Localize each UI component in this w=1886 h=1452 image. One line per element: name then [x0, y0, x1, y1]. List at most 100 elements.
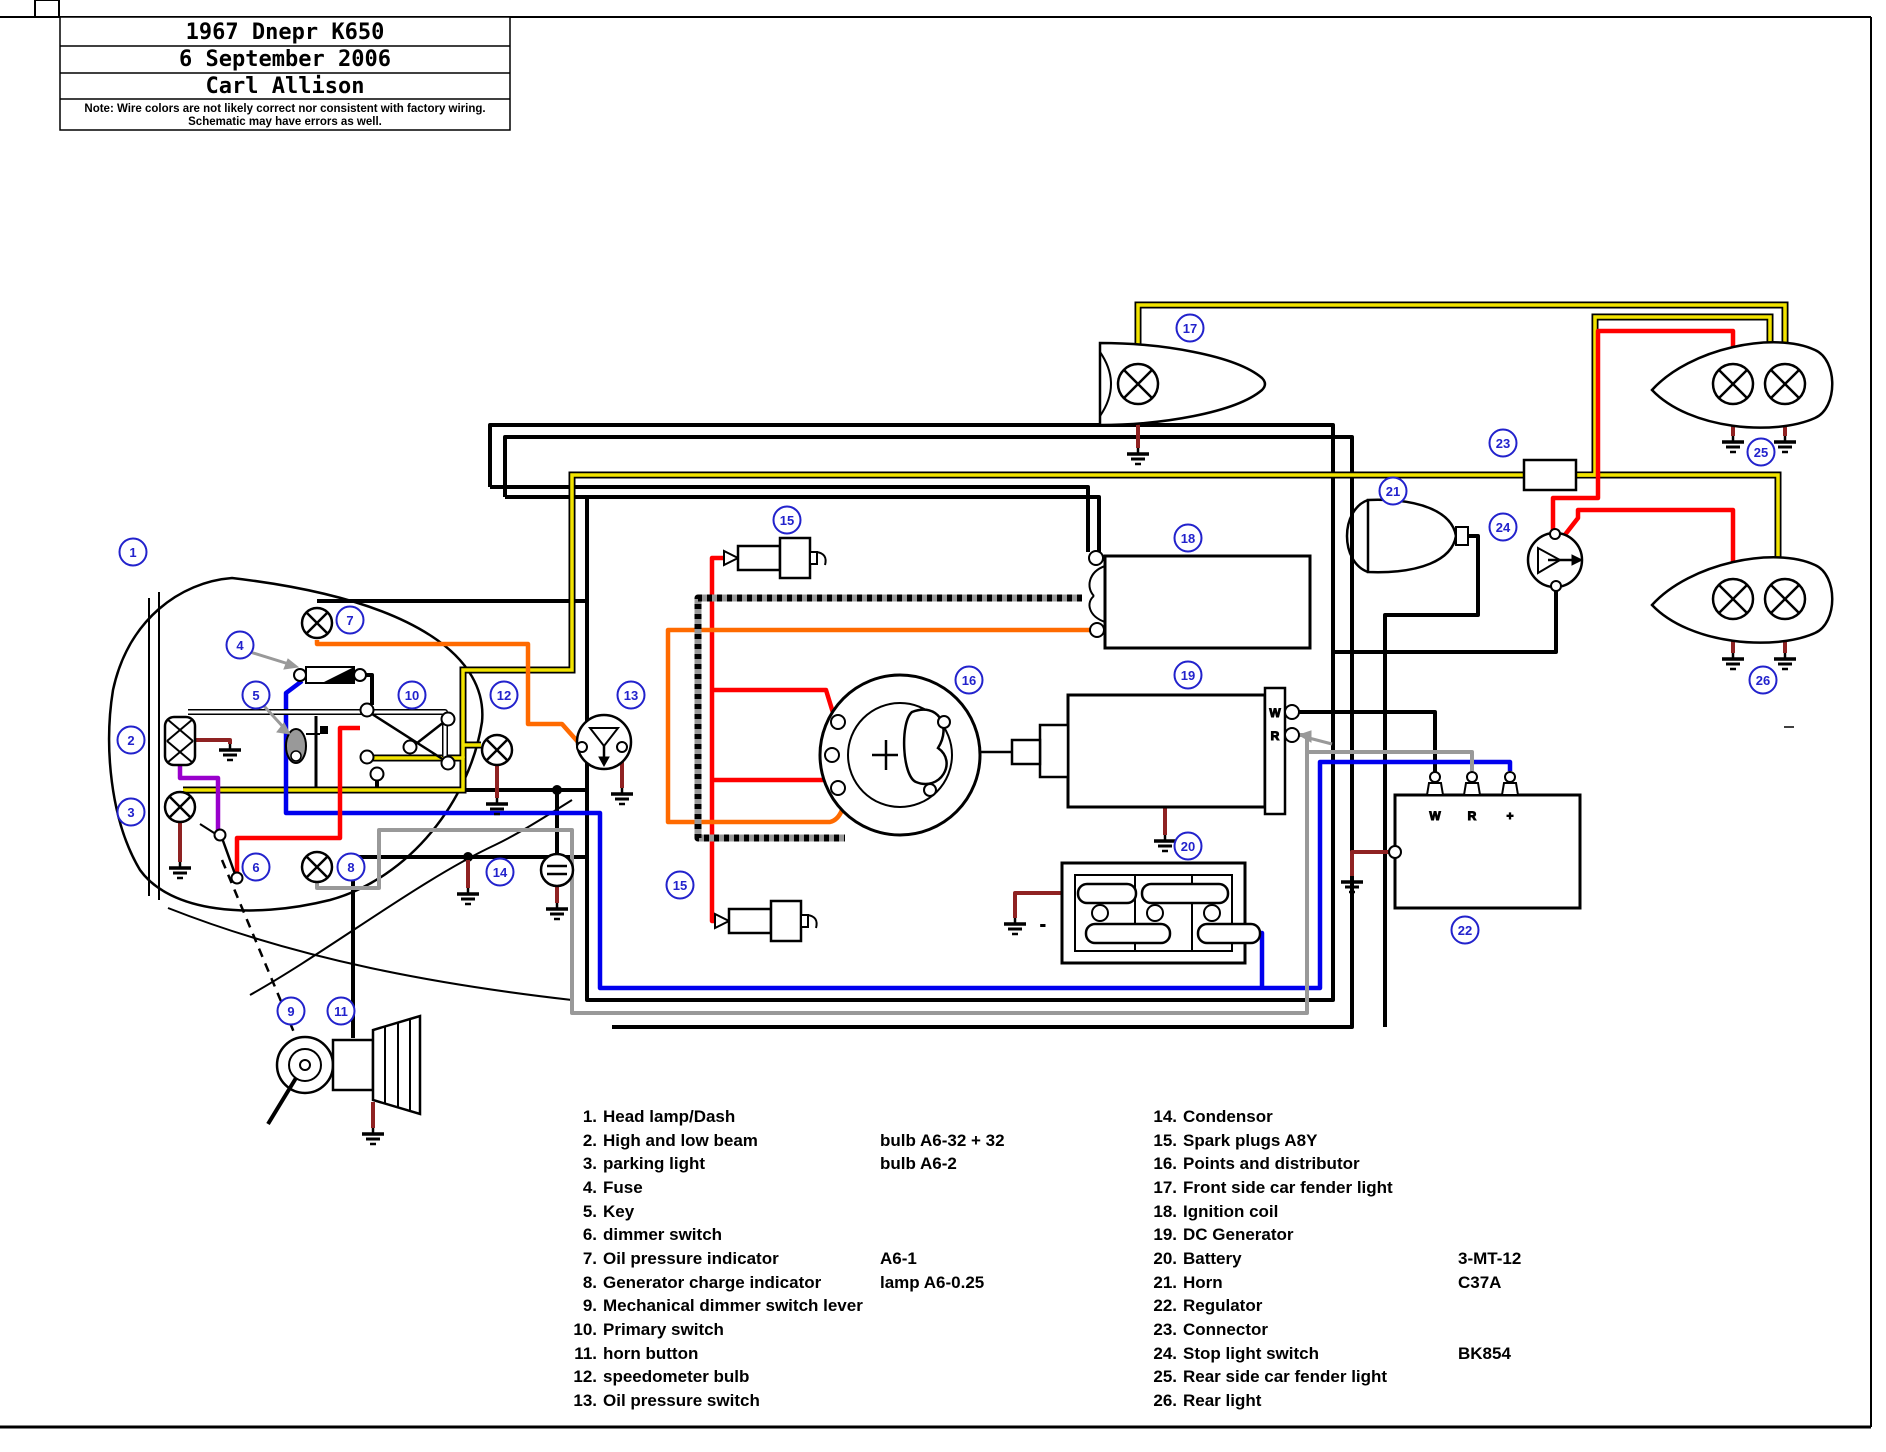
switch-contact — [402, 739, 418, 755]
callout-number: 24 — [1496, 520, 1511, 535]
doc-date: 6 September 2006 — [179, 47, 391, 72]
callout-number: 10 — [405, 688, 419, 703]
distributor-housing — [818, 673, 982, 837]
callout-24: 24 — [1488, 512, 1518, 542]
legend-num: 14. — [1153, 1107, 1177, 1126]
oil-switch-terminal — [576, 741, 588, 753]
switch-blade — [411, 721, 445, 748]
arrowhead — [283, 658, 300, 670]
plug-electrode — [807, 914, 818, 929]
legend-label: speedometer bulb — [603, 1367, 749, 1386]
cam-follower — [923, 783, 937, 797]
legend-num: 22. — [1153, 1296, 1177, 1315]
callout-number: 26 — [1756, 673, 1770, 688]
callout-15-top: 15 — [772, 505, 802, 535]
fuse-wedge — [322, 667, 354, 683]
plug-terminal — [800, 914, 809, 928]
callout-number: 16 — [962, 673, 976, 688]
speedometer-bulb — [480, 733, 514, 767]
stop-light-switch — [1526, 528, 1584, 592]
callout-number: 18 — [1181, 531, 1195, 546]
high-low-beam-bulb — [163, 715, 197, 767]
callout-25: 25 — [1746, 437, 1776, 467]
coil-terminal — [1089, 622, 1105, 638]
regulator-terminal — [1466, 771, 1478, 783]
callout-19: 19 — [1173, 660, 1203, 690]
wire-gray-regulator-r — [1307, 750, 1474, 771]
rear-fender-bulb-right — [1763, 362, 1807, 406]
callout-number: 4 — [236, 638, 244, 653]
generator-r-label: R — [1271, 729, 1280, 743]
coil-terminal — [1088, 550, 1104, 566]
legend-num: 1. — [583, 1107, 597, 1126]
callout-number: 19 — [1181, 668, 1195, 683]
wire-red-plug-lead — [709, 555, 726, 924]
stop-switch-terminal — [1550, 580, 1562, 592]
gray-wires — [315, 733, 1474, 1015]
wire-gray-charge-indicator — [315, 733, 1309, 1015]
legend-num: 26. — [1153, 1391, 1177, 1410]
key-contact — [320, 726, 328, 734]
legend-label: Oil pressure indicator — [603, 1249, 779, 1268]
battery-vent — [1091, 904, 1109, 922]
legend-label: Primary switch — [603, 1320, 724, 1339]
legend-num: 19. — [1153, 1225, 1177, 1244]
legend-label: High and low beam — [603, 1131, 758, 1150]
legend-num: 7. — [583, 1249, 597, 1268]
legend-num: 16. — [1153, 1154, 1177, 1173]
arrowhead — [276, 722, 291, 735]
legend-num: 20. — [1153, 1249, 1177, 1268]
legend-label: Stop light switch — [1183, 1344, 1319, 1363]
rear-light — [1650, 556, 1834, 644]
switch-blade — [371, 712, 445, 762]
callout-number: 8 — [347, 860, 354, 875]
callout-23: 23 — [1488, 428, 1518, 458]
switch-contact — [359, 749, 375, 765]
callout-number: 22 — [1458, 923, 1472, 938]
plug-hex — [736, 544, 782, 572]
arrowhead — [1297, 730, 1312, 743]
battery: - — [1040, 861, 1262, 965]
plug-insulator — [778, 536, 812, 580]
rear-light-bulb-right — [1763, 577, 1807, 621]
generator-r-terminal — [1284, 727, 1300, 743]
callout-22: 22 — [1450, 915, 1480, 945]
ground-symbol — [360, 1126, 386, 1146]
bulb-filament — [166, 740, 194, 764]
wire-outline — [459, 471, 1524, 758]
legend-label: Connector — [1183, 1320, 1268, 1339]
callout-3: 3 — [116, 797, 146, 827]
oil-switch-terminal — [616, 741, 628, 753]
generator-w-terminal — [1284, 704, 1300, 720]
ground-symbol — [217, 742, 243, 762]
legend-label: Spark plugs A8Y — [1183, 1131, 1318, 1150]
horn-body — [1366, 498, 1458, 574]
ignition-coil — [1088, 550, 1312, 650]
legend-part: BK854 — [1458, 1344, 1511, 1363]
callout-21: 21 — [1378, 476, 1408, 506]
callout-number: 1 — [129, 545, 136, 560]
switch-contact — [440, 711, 456, 727]
fuse-terminal — [293, 668, 307, 682]
legend-num: 23. — [1153, 1320, 1177, 1339]
legend-label: Rear side car fender light — [1183, 1367, 1387, 1386]
callout-13: 13 — [616, 680, 646, 710]
coil-body — [1103, 554, 1312, 650]
callout-18: 18 — [1173, 523, 1203, 553]
regulator-body — [1393, 793, 1582, 910]
battery-link-bar — [1140, 882, 1230, 905]
callout-1: 1 — [118, 537, 148, 567]
ground-symbol — [1125, 446, 1151, 466]
legend-label: Mechanical dimmer switch lever — [603, 1296, 863, 1315]
wire-white-beam — [188, 710, 447, 757]
legend-label: Oil pressure switch — [603, 1391, 760, 1410]
key-switch — [285, 716, 328, 788]
title-block: 1967 Dnepr K650 6 September 2006 Carl Al… — [59, 16, 511, 131]
regulator-terminal — [1504, 771, 1516, 783]
generator-w-label: W — [1269, 706, 1281, 720]
wire-purple-beam — [177, 765, 221, 830]
plug-tip — [723, 549, 741, 567]
callout-4: 4 — [225, 630, 255, 660]
legend-num: 2. — [583, 1131, 597, 1150]
